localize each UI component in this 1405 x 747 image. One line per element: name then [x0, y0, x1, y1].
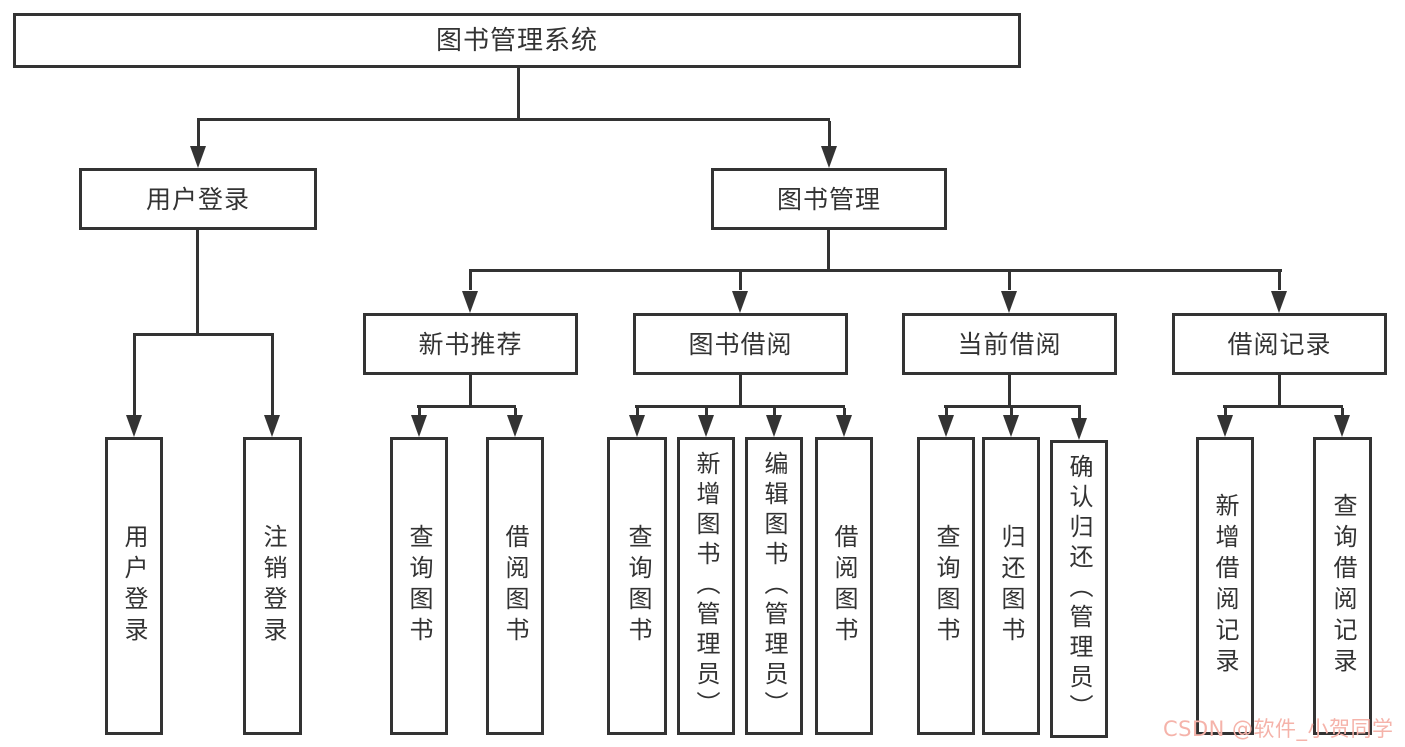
- connector-line: [133, 333, 274, 336]
- connector-line: [1008, 374, 1011, 407]
- leaf-nb-borrow-books: 借阅图书: [486, 437, 544, 735]
- arrow-down-icon: [507, 415, 523, 437]
- connector-line: [469, 272, 472, 290]
- leaf-cb-confirm-return-admin: 确认归还（管理员）: [1050, 440, 1108, 738]
- node-user-login: 用户登录: [79, 168, 317, 230]
- connector-line: [514, 408, 517, 416]
- connector-line: [1278, 272, 1281, 290]
- leaf-cb-return-books: 归还图书: [982, 437, 1040, 735]
- arrow-down-icon: [1071, 418, 1087, 440]
- leaf-br-add-record: 新增借阅记录: [1196, 437, 1254, 735]
- connector-line: [1224, 408, 1227, 416]
- connector-line: [196, 229, 199, 335]
- arrow-down-icon: [836, 415, 852, 437]
- connector-line: [197, 121, 200, 147]
- arrow-down-icon: [938, 415, 954, 437]
- connector-line: [1341, 408, 1344, 416]
- watermark: CSDN @软件_小贺同学: [1163, 717, 1394, 741]
- connector-line: [469, 374, 472, 407]
- leaf-bb-add-books-admin: 新增图书（管理员）: [677, 437, 735, 735]
- arrow-down-icon: [821, 146, 837, 168]
- arrow-down-icon: [411, 415, 427, 437]
- connector-line: [1278, 374, 1281, 407]
- connector-line: [1223, 405, 1343, 408]
- connector-line: [1078, 408, 1081, 419]
- arrow-down-icon: [1334, 415, 1350, 437]
- arrow-down-icon: [462, 291, 478, 313]
- connector-line: [1010, 408, 1013, 416]
- node-book-borrowing: 图书借阅: [633, 313, 848, 375]
- arrow-down-icon: [1217, 415, 1233, 437]
- connector-line: [739, 374, 742, 407]
- arrow-down-icon: [1001, 291, 1017, 313]
- connector-line: [271, 336, 274, 416]
- leaf-bb-borrow-books: 借阅图书: [815, 437, 873, 735]
- arrow-down-icon: [126, 415, 142, 437]
- node-book-management: 图书管理: [711, 168, 947, 230]
- leaf-bb-query-books: 查询图书: [607, 437, 667, 735]
- leaf-bb-edit-books-admin: 编辑图书（管理员）: [745, 437, 803, 735]
- arrow-down-icon: [698, 415, 714, 437]
- connector-line: [635, 405, 845, 408]
- connector-line: [705, 408, 708, 416]
- connector-line: [469, 269, 1282, 272]
- arrow-down-icon: [732, 291, 748, 313]
- leaf-nb-query-books: 查询图书: [390, 437, 448, 735]
- connector-line: [773, 408, 776, 416]
- node-borrowing-records: 借阅记录: [1172, 313, 1387, 375]
- leaf-user-login: 用户登录: [105, 437, 163, 735]
- connector-line: [133, 336, 136, 416]
- node-current-borrowing: 当前借阅: [902, 313, 1117, 375]
- arrow-down-icon: [264, 415, 280, 437]
- leaf-logout: 注销登录: [243, 437, 302, 735]
- connector-line: [739, 272, 742, 290]
- arrow-down-icon: [629, 415, 645, 437]
- connector-line: [945, 408, 948, 416]
- leaf-cb-query-books: 查询图书: [917, 437, 975, 735]
- connector-line: [636, 408, 639, 416]
- arrow-down-icon: [766, 415, 782, 437]
- connector-line: [417, 405, 516, 408]
- connector-line: [843, 408, 846, 416]
- connector-line: [828, 121, 831, 147]
- connector-line: [418, 408, 421, 416]
- arrow-down-icon: [190, 146, 206, 168]
- connector-line: [197, 118, 830, 121]
- node-library-system: 图书管理系统: [13, 13, 1021, 68]
- leaf-br-query-record: 查询借阅记录: [1313, 437, 1372, 735]
- connector-line: [944, 405, 1081, 408]
- node-new-book-recommend: 新书推荐: [363, 313, 578, 375]
- connector-line: [517, 67, 520, 121]
- arrow-down-icon: [1003, 415, 1019, 437]
- connector-line: [1008, 272, 1011, 290]
- connector-line: [827, 229, 830, 271]
- arrow-down-icon: [1271, 291, 1287, 313]
